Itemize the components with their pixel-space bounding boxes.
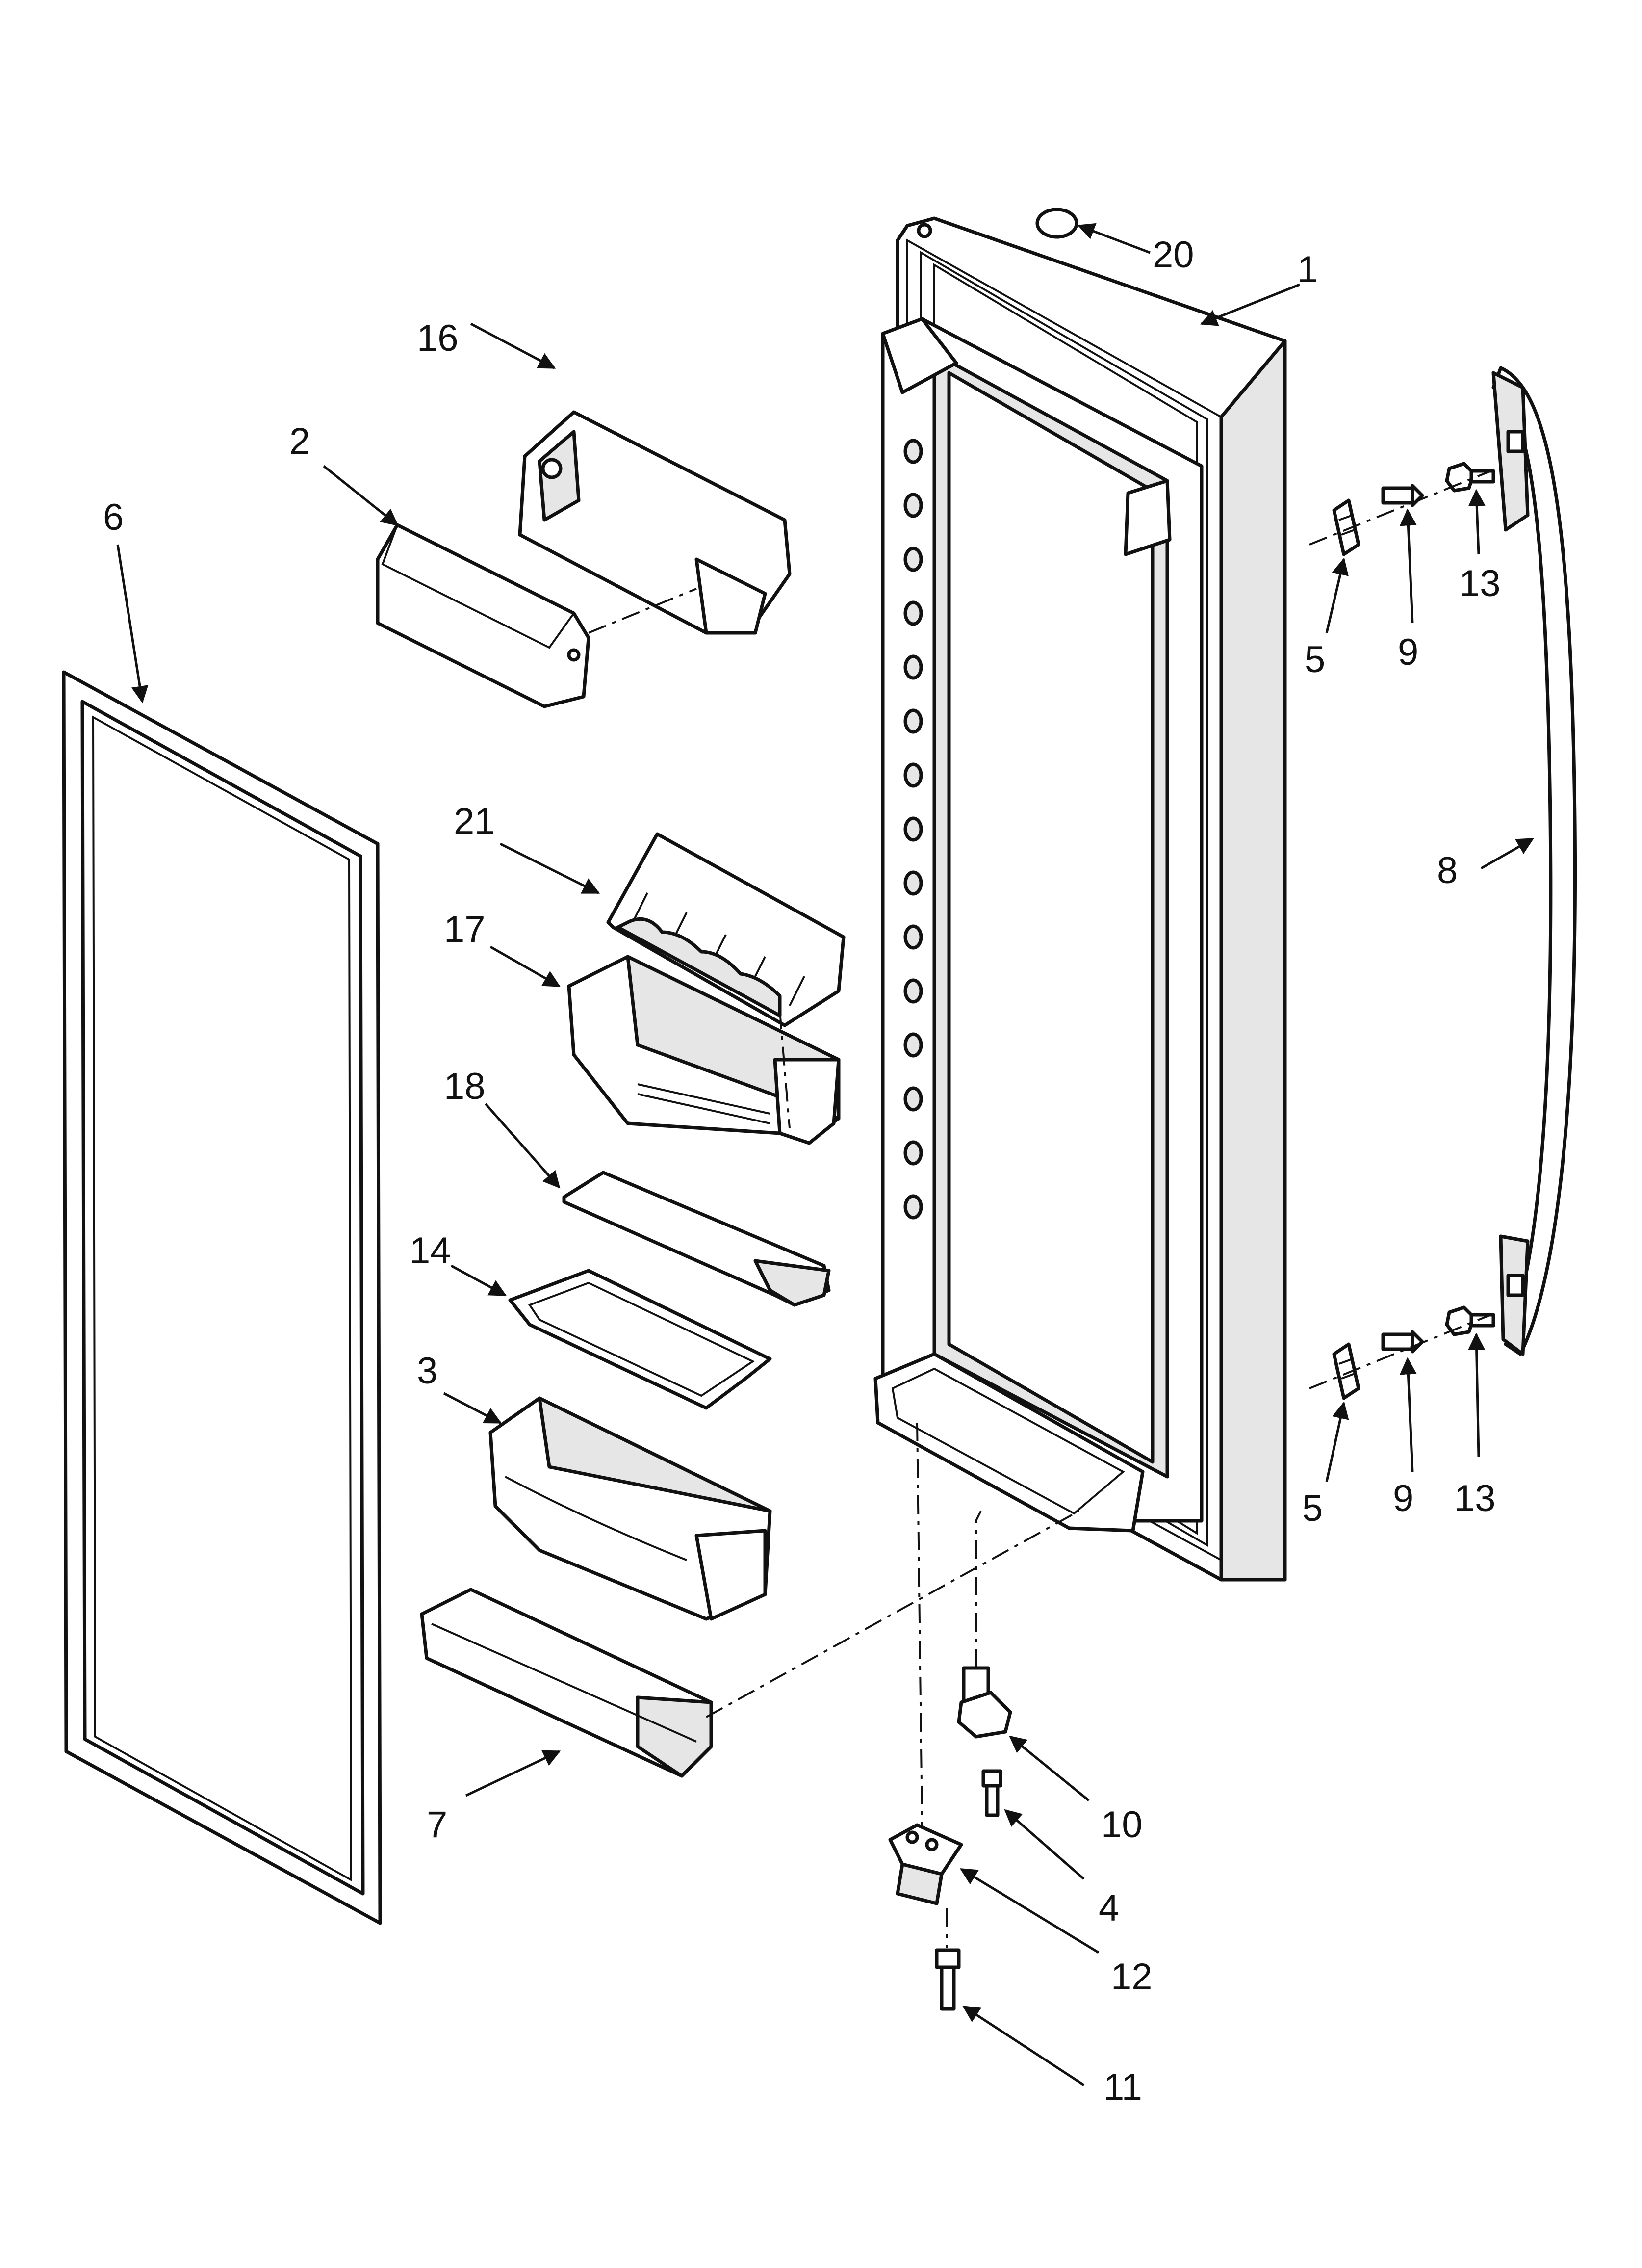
- callout-labels: 1 2 3 4 5 5 6 7 8 9 9 10 11 12 13 13 14 …: [103, 234, 1501, 2108]
- plug-part: [1035, 208, 1078, 239]
- handle-clip-top-part: [1332, 498, 1360, 556]
- handle-alignment-line-top: [1309, 470, 1491, 546]
- callout-13-bottom: 13: [1454, 1478, 1496, 1519]
- leader-lines: [116, 223, 1535, 2086]
- callout-1: 1: [1297, 249, 1318, 290]
- door-bin-7-part: [420, 1588, 713, 1778]
- callout-21: 21: [454, 801, 495, 842]
- shelf-14-part: [508, 1269, 772, 1410]
- handle-alignment-line-bottom: [1309, 1314, 1491, 1389]
- callout-14: 14: [410, 1230, 451, 1272]
- screw-4-part: [981, 1769, 1002, 1817]
- screw-9-bottom-part: [1381, 1330, 1424, 1354]
- callout-4: 4: [1099, 1887, 1119, 1929]
- callout-5-bottom: 5: [1302, 1487, 1323, 1529]
- hinge-part: [957, 1666, 1012, 1739]
- callout-6: 6: [103, 496, 124, 538]
- callout-10: 10: [1101, 1804, 1143, 1846]
- callout-7: 7: [427, 1804, 447, 1846]
- callout-3: 3: [417, 1350, 437, 1392]
- hinge-bracket-part: [888, 1823, 963, 1905]
- door-handle-part: [1491, 366, 1577, 1356]
- callout-9-bottom: 9: [1393, 1478, 1413, 1519]
- handle-clip-bottom-part: [1332, 1342, 1360, 1400]
- can-rack-part: [606, 832, 846, 1027]
- shelf-rail-dimples: [903, 439, 923, 1220]
- door-assembly-part: [873, 216, 1287, 1582]
- door-bin-part: [567, 955, 841, 1145]
- callout-16: 16: [417, 317, 459, 359]
- callout-8: 8: [1437, 850, 1458, 891]
- callout-9-top: 9: [1398, 631, 1418, 673]
- screw-11-part: [935, 1948, 961, 2011]
- hinge-alignment-line: [975, 1511, 982, 1668]
- callout-11: 11: [1103, 2066, 1142, 2108]
- callout-17: 17: [444, 909, 486, 950]
- callout-13-top: 13: [1459, 563, 1501, 604]
- door-bin-3-part: [488, 1396, 772, 1621]
- dairy-door-part: [376, 523, 590, 708]
- bin-shelf-18-part: [562, 1171, 831, 1307]
- screw-13-top-part: [1445, 462, 1495, 493]
- callout-12: 12: [1111, 1956, 1153, 1998]
- bin-7-alignment-line: [706, 1510, 1079, 1718]
- screw-13-bottom-part: [1445, 1305, 1495, 1336]
- door-gasket-part: [62, 670, 382, 1925]
- bracket-alignment-line: [916, 1422, 923, 1825]
- callout-2: 2: [289, 420, 310, 462]
- callout-20: 20: [1153, 234, 1194, 276]
- callout-18: 18: [444, 1066, 486, 1107]
- bin-alignment-line: [779, 1010, 791, 1129]
- dairy-bin-housing-part: [518, 410, 792, 635]
- callout-5-top: 5: [1305, 639, 1325, 680]
- screw-9-top-part: [1381, 484, 1424, 507]
